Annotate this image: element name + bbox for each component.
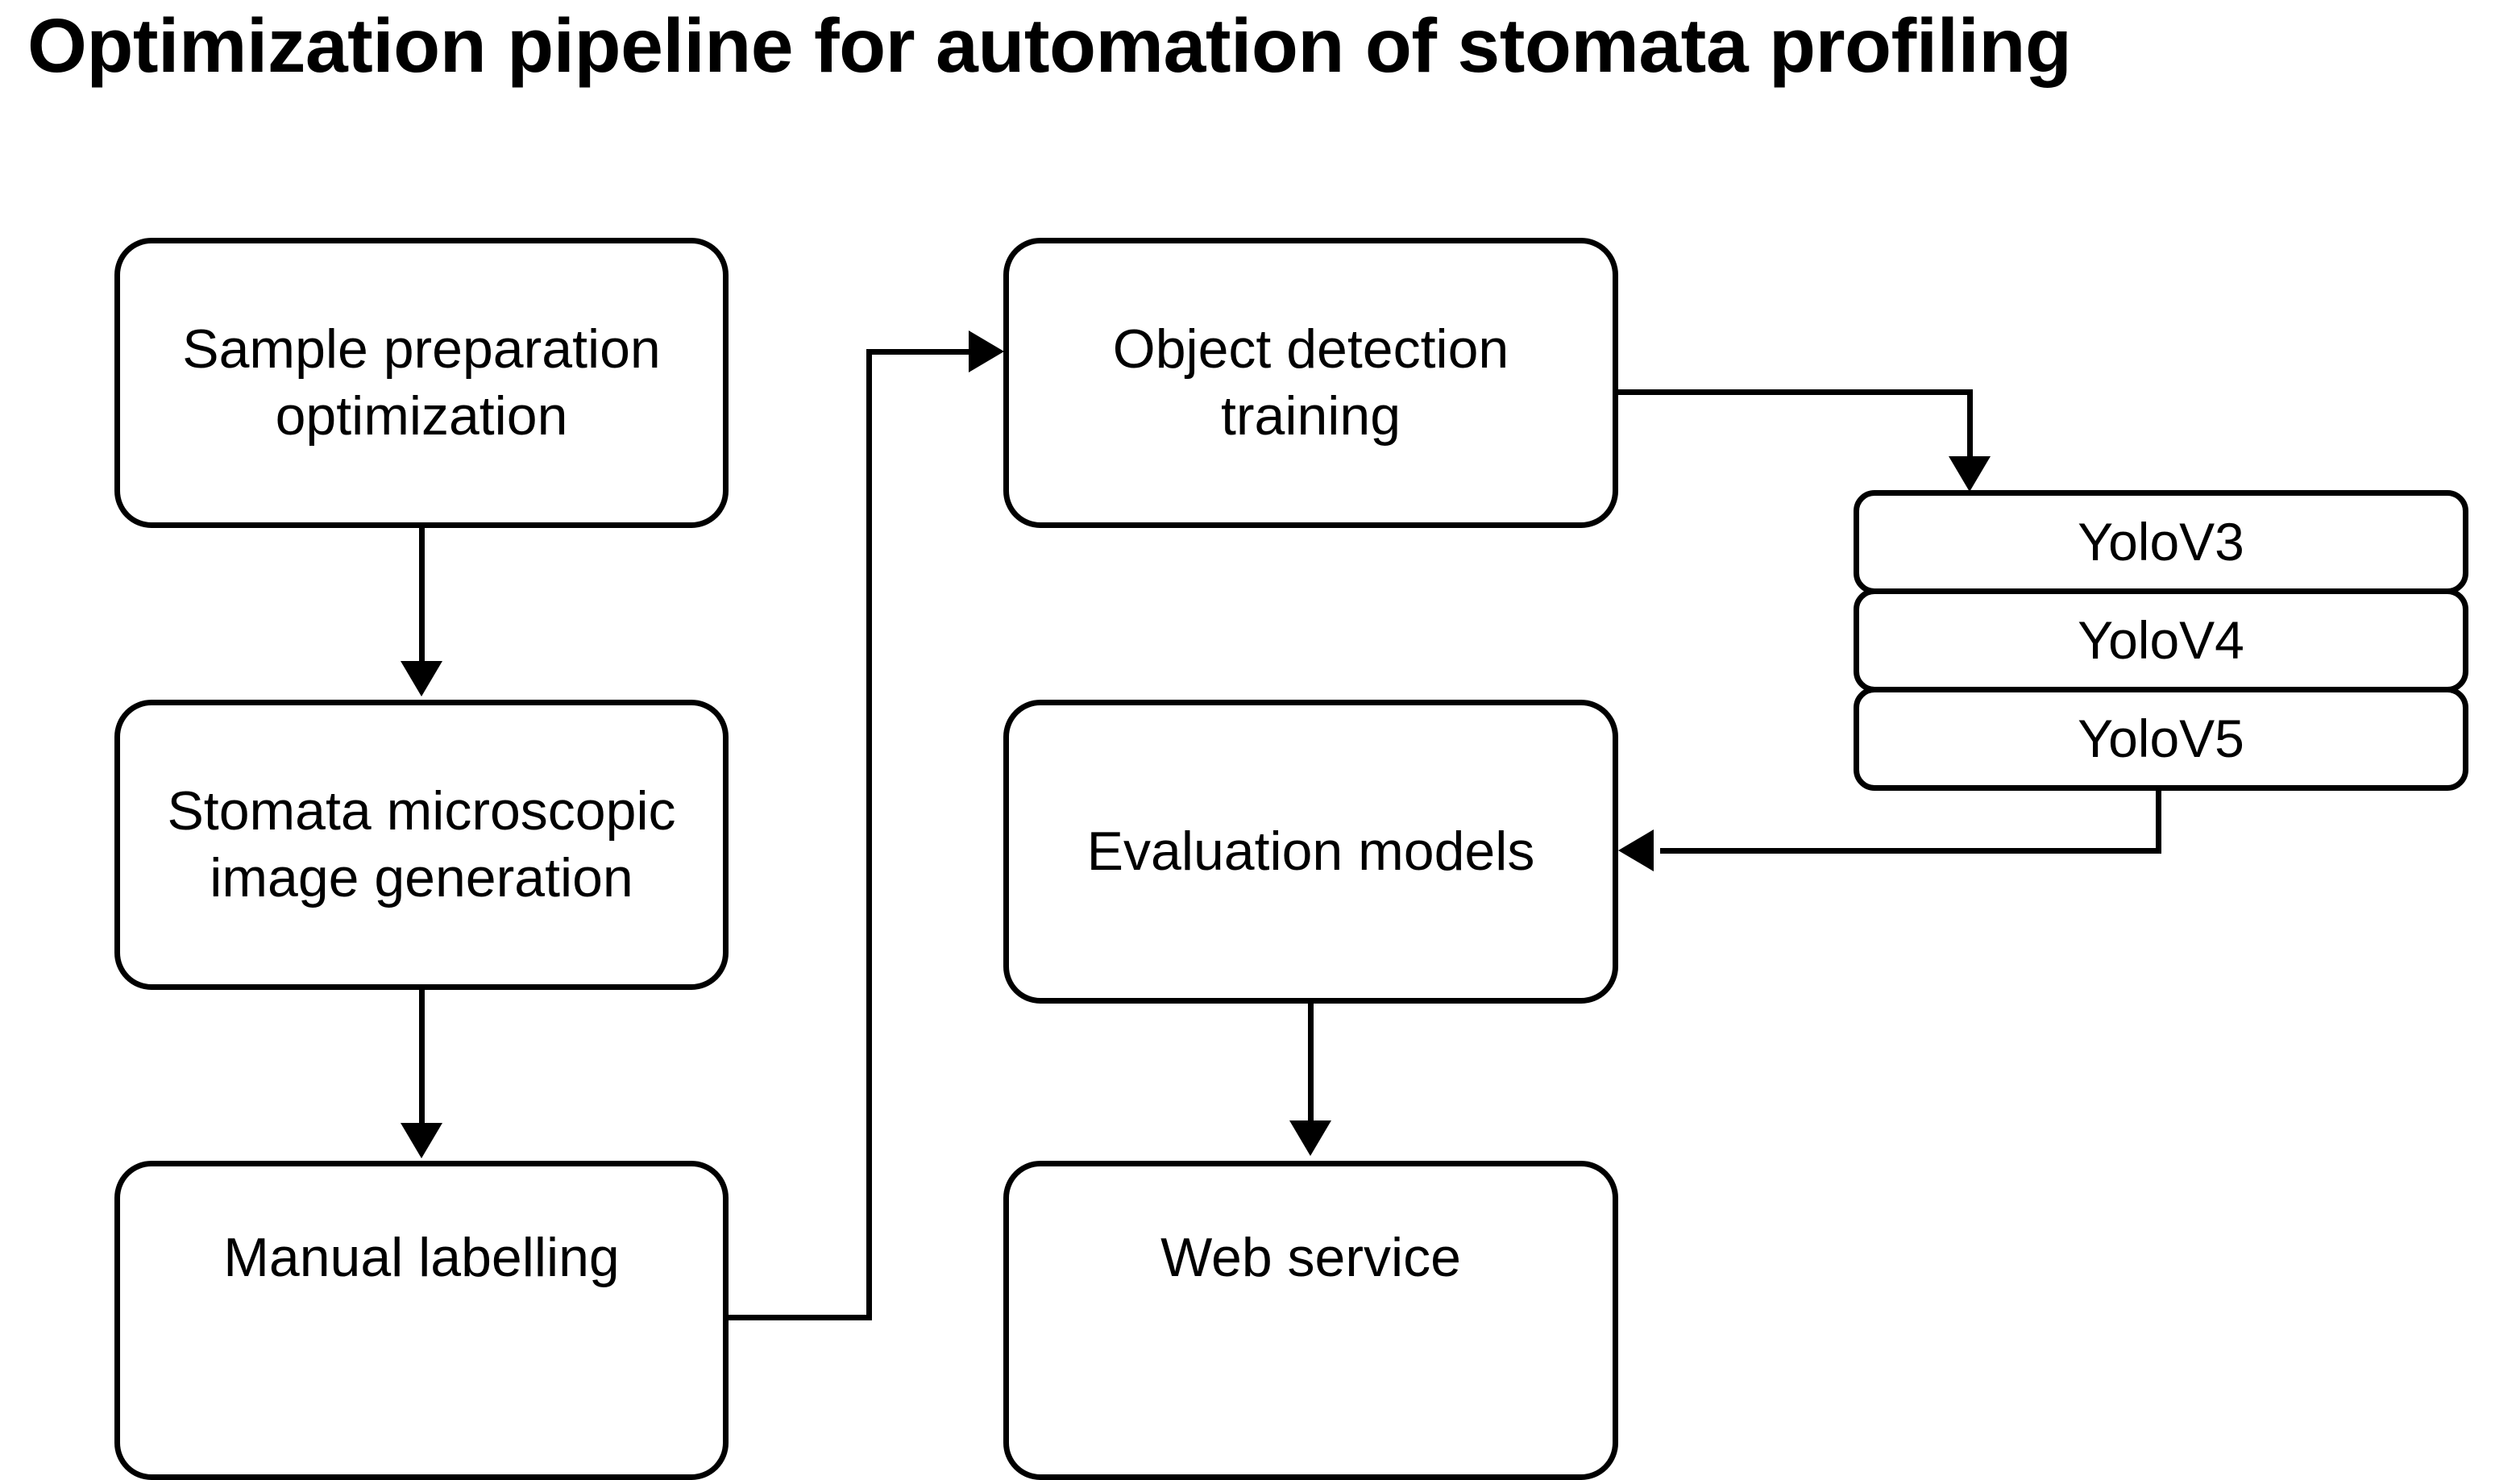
edge-manual-to-training-seg1 xyxy=(729,1315,872,1320)
edge-manual-to-training-seg2 xyxy=(866,349,872,1320)
node-manual-labelling[interactable]: Manual labelling xyxy=(114,1161,729,1480)
node-label: Manual labelling xyxy=(223,1226,620,1288)
arrowhead-down-icon xyxy=(401,661,442,696)
node-label: YoloV4 xyxy=(2078,610,2244,671)
arrowhead-down-icon xyxy=(401,1123,442,1158)
node-yolov3[interactable]: YoloV3 xyxy=(1854,490,2468,594)
node-yolov4[interactable]: YoloV4 xyxy=(1854,588,2468,692)
edge-evaluation-to-web-service xyxy=(1308,1004,1314,1125)
arrowhead-down-icon xyxy=(1289,1120,1331,1156)
node-evaluation-models[interactable]: Evaluation models xyxy=(1003,700,1618,1004)
node-yolov5[interactable]: YoloV5 xyxy=(1854,687,2468,791)
arrowhead-right-icon xyxy=(969,331,1004,372)
arrowhead-down-icon xyxy=(1949,456,1991,492)
node-label: Web service xyxy=(1160,1226,1461,1288)
node-label: YoloV5 xyxy=(2078,709,2244,769)
edge-training-to-yolo-seg1 xyxy=(1618,389,1973,395)
node-web-service[interactable]: Web service xyxy=(1003,1161,1618,1480)
node-label: YoloV3 xyxy=(2078,512,2244,572)
edge-yolo-to-evaluation-seg2 xyxy=(1660,848,2161,854)
node-label: Evaluation models xyxy=(1086,821,1535,883)
arrowhead-left-icon xyxy=(1618,829,1654,871)
page-title: Optimization pipeline for automation of … xyxy=(27,3,2072,89)
edge-sample-to-stomata xyxy=(419,528,425,665)
edge-training-to-yolo-seg2 xyxy=(1967,389,1973,462)
edge-manual-to-training-seg3 xyxy=(866,349,983,355)
edge-yolo-to-evaluation-seg1 xyxy=(2156,791,2161,854)
edge-stomata-to-manual xyxy=(419,990,425,1127)
